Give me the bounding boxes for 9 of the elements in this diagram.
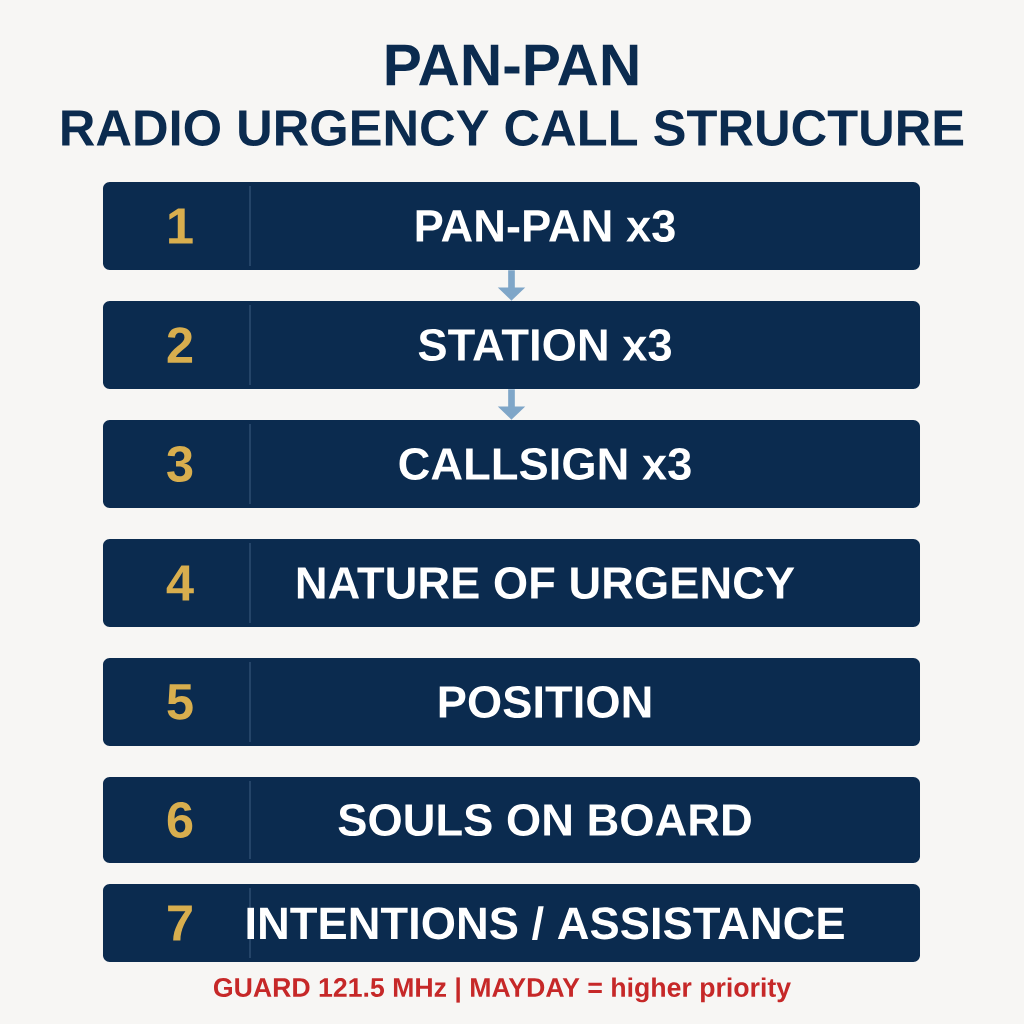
step-box: 6 SOULS ON BOARD [103, 777, 920, 863]
step-box: 2 STATION x3 [103, 301, 920, 389]
step-box: 5 POSITION [103, 658, 920, 746]
step-box: 3 CALLSIGN x3 [103, 420, 920, 508]
step-box: 7 INTENTIONS / ASSISTANCE [103, 884, 920, 962]
title: PAN-PAN [386, 44, 638, 86]
step-box: 4 NATURE OF URGENCY [103, 539, 920, 627]
step-box: 1 PAN-PAN x3 [103, 182, 920, 270]
footer-note: GUARD 121.5 MHz | MAYDAY = higher priority [214, 977, 791, 1003]
